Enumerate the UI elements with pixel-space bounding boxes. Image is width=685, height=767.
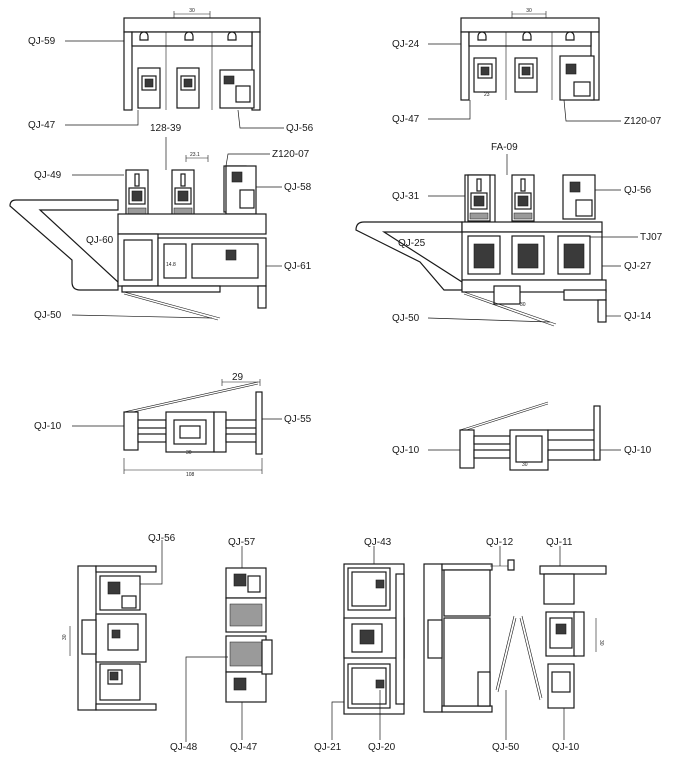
- section-top-left: 30 QJ-59 QJ-47 QJ-56: [28, 8, 314, 134]
- label-qj60: QJ-60: [86, 235, 114, 246]
- label-z120-07-top-right: Z120-07: [624, 116, 662, 127]
- label-qj56-top-left: QJ-56: [286, 123, 314, 134]
- label-qj48: QJ-48: [170, 742, 198, 753]
- label-qj50-bottom: QJ-50: [492, 742, 520, 753]
- dim-23-1: 23.1: [190, 152, 200, 158]
- label-qj47-bottom: QJ-47: [230, 742, 258, 753]
- dim-30-top-left: 30: [189, 8, 195, 14]
- dim-30-middle-right: 30: [520, 302, 526, 308]
- dim-30-lower-right: 30: [522, 462, 528, 468]
- label-qj24: QJ-24: [392, 39, 420, 50]
- section-bottom-middle-left: QJ-57 QJ-48 QJ-47: [170, 537, 273, 753]
- dim-30-bottom-right: 30: [598, 640, 604, 646]
- label-qj25: QJ-25: [398, 238, 426, 249]
- section-lower-left: 29 30 108 QJ-10 QJ-55: [34, 372, 312, 478]
- label-qj31: QJ-31: [392, 191, 420, 202]
- section-middle-left: 23.1 14.8 128-39 QJ-49 Z120-07 QJ-58 QJ-…: [9, 123, 312, 321]
- section-middle-right: 30 FA-09 QJ-31 QJ-56 QJ-25 TJ07 QJ-27 QJ…: [355, 142, 663, 327]
- profile-qj55: [255, 391, 263, 455]
- label-qj58: QJ-58: [284, 182, 312, 193]
- label-qj12: QJ-12: [486, 537, 514, 548]
- label-qj10-lower-right-a: QJ-10: [392, 445, 420, 456]
- section-bottom-left: 30 QJ-56: [62, 533, 176, 711]
- frame-left-stile: [123, 31, 133, 111]
- section-bottom-middle-right: QJ-43 QJ-21 QJ-20: [314, 537, 405, 753]
- label-qj55: QJ-55: [284, 414, 312, 425]
- label-qj57: QJ-57: [228, 537, 256, 548]
- label-qj10-bottom: QJ-10: [552, 742, 580, 753]
- dim-23-top-right: 23: [484, 92, 490, 98]
- label-qj59: QJ-59: [28, 36, 56, 47]
- section-bottom-right: 30 QJ-12 QJ-11 QJ-50 QJ-10: [423, 537, 607, 753]
- label-qj10-lower-left: QJ-10: [34, 421, 62, 432]
- label-qj56-middle-right: QJ-56: [624, 185, 652, 196]
- label-qj14: QJ-14: [624, 311, 652, 322]
- label-qj50-middle-left: QJ-50: [34, 310, 62, 321]
- label-qj11: QJ-11: [546, 537, 573, 548]
- profile-qj25: [355, 221, 463, 291]
- label-fa-09: FA-09: [491, 142, 518, 153]
- label-qj21: QJ-21: [314, 742, 342, 753]
- label-qj27: QJ-27: [624, 261, 652, 272]
- dim-30-top-right: 30: [526, 8, 532, 14]
- label-qj43: QJ-43: [364, 537, 392, 548]
- label-qj56-bottom: QJ-56: [148, 533, 176, 544]
- label-tj07: TJ07: [640, 232, 663, 243]
- label-128-39: 128-39: [150, 123, 182, 134]
- dim-14-8: 14.8: [166, 262, 176, 268]
- label-z120-07-middle: Z120-07: [272, 149, 310, 160]
- profile-qj14: [597, 299, 607, 323]
- label-qj10-lower-right-b: QJ-10: [624, 445, 652, 456]
- dim-30-lower-left: 30: [186, 450, 192, 456]
- dim-108: 108: [186, 472, 195, 478]
- frame-top-rail: [123, 17, 261, 33]
- label-qj20: QJ-20: [368, 742, 396, 753]
- label-qj50-middle-right: QJ-50: [392, 313, 420, 324]
- label-qj47-top-left: QJ-47: [28, 120, 56, 131]
- section-lower-right: 30 QJ-10 QJ-10: [392, 401, 652, 471]
- label-qj49: QJ-49: [34, 170, 62, 181]
- dim-29: 29: [232, 372, 244, 383]
- label-qj61: QJ-61: [284, 261, 312, 272]
- label-qj47-top-right: QJ-47: [392, 114, 420, 125]
- section-top-right: 30 23 QJ-24 QJ-47 Z120-07: [392, 8, 662, 127]
- dim-30-bottom-left: 30: [62, 634, 68, 640]
